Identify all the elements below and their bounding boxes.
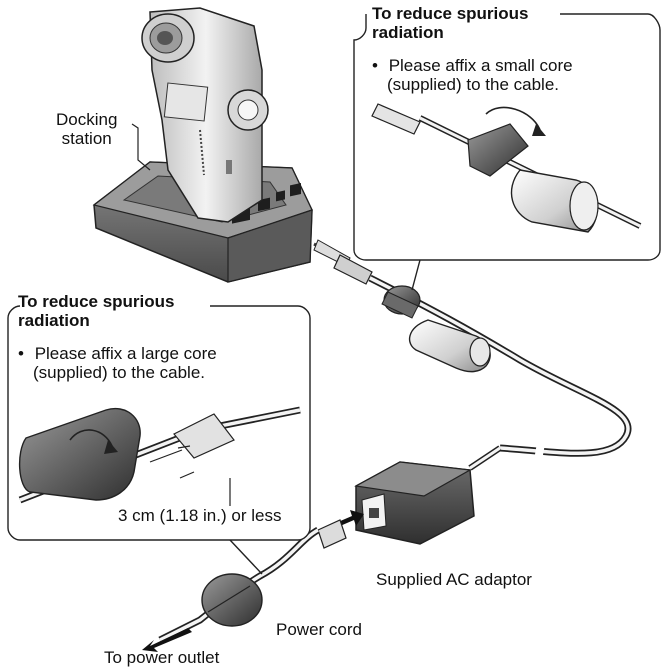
small-core-installed <box>381 285 421 319</box>
outlet-arrow <box>142 628 192 652</box>
callout-small-core-title-line1: To reduce spurious <box>372 4 529 23</box>
docking-station-leader <box>131 123 151 171</box>
insert-arrow <box>338 510 364 526</box>
callout-small-core-text-line2: (supplied) to the cable. <box>387 75 559 94</box>
callout-small-core-title: To reduce spurious radiation <box>372 4 529 42</box>
dc-cable <box>313 239 632 471</box>
ac-adaptor-label: Supplied AC adaptor <box>376 570 532 589</box>
video-camera <box>141 7 269 223</box>
docking-station-label: Docking station <box>56 110 117 148</box>
docking-station-label-line2: station <box>61 129 112 148</box>
callout-large-core-text-line2: (supplied) to the cable. <box>33 363 205 382</box>
callout-large-core <box>7 305 311 575</box>
callout-small-core <box>353 13 661 291</box>
callout-small-core-text-line1: Please affix a small core <box>388 56 573 75</box>
callout-small-core-text: • Please affix a small core (supplied) t… <box>372 56 573 94</box>
ferrite-core-dc <box>408 319 491 373</box>
docking-station-label-line1: Docking <box>56 110 118 129</box>
callout-small-core-title-line2: radiation <box>372 23 444 42</box>
bullet-icon: • <box>372 56 378 75</box>
power-cord-label: Power cord <box>276 620 362 639</box>
callout-large-core-text: • Please affix a large core (supplied) t… <box>18 344 217 382</box>
power-outlet-label: To power outlet <box>104 648 220 667</box>
bullet-icon: • <box>18 344 24 363</box>
callout-large-core-title-line2: radiation <box>18 311 90 330</box>
callout-large-core-text-line1: Please affix a large core <box>34 344 217 363</box>
callout-large-core-title-line1: To reduce spurious <box>18 292 175 311</box>
callout-large-core-title: To reduce spurious radiation <box>18 292 175 330</box>
core-distance-label: 3 cm (1.18 in.) or less <box>118 506 282 525</box>
ac-adaptor <box>354 461 475 545</box>
power-cord <box>158 519 347 644</box>
